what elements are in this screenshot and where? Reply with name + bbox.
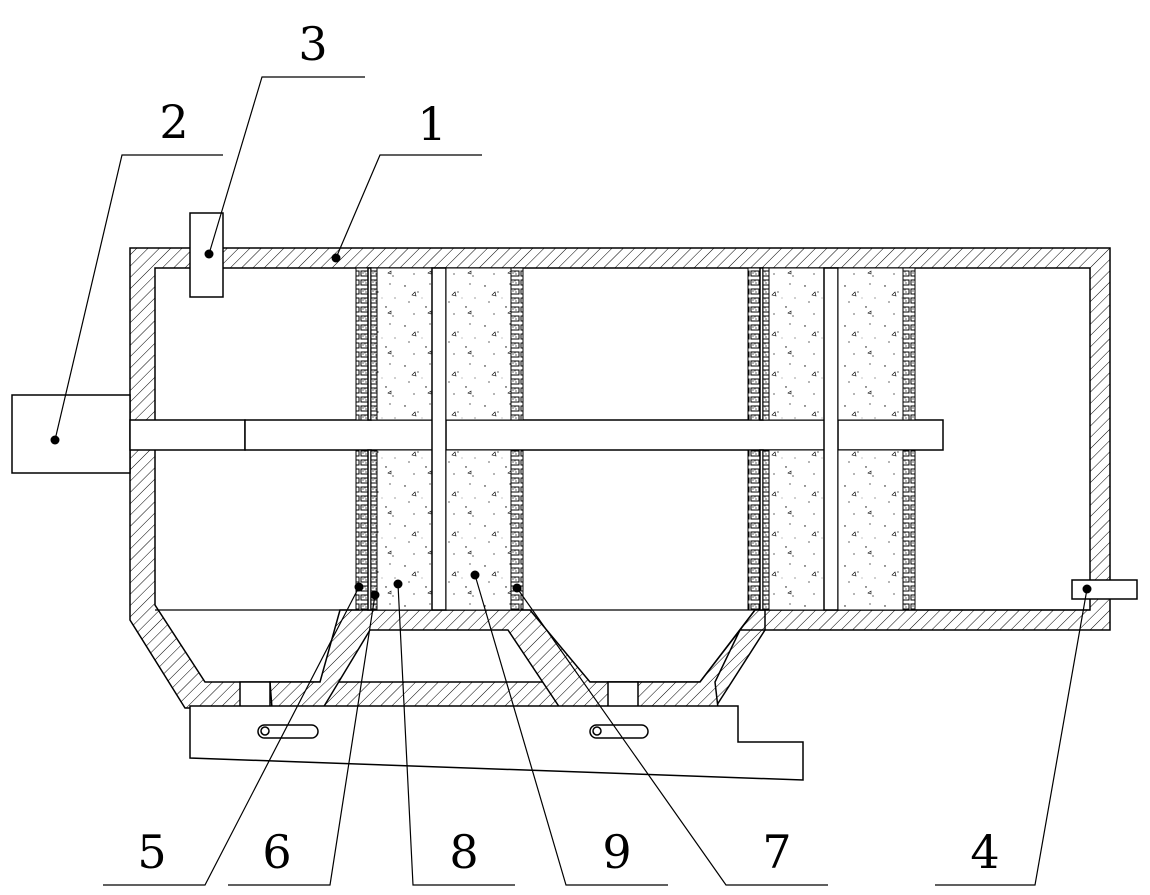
screen-7-top bbox=[510, 267, 524, 421]
leader-lines bbox=[50, 76, 1092, 886]
base-plate bbox=[189, 705, 804, 781]
coupling bbox=[129, 419, 246, 451]
hopper-outlets bbox=[239, 681, 639, 709]
motor-and-shaft bbox=[11, 394, 944, 474]
outlet-right bbox=[607, 681, 639, 709]
callout-2: 2 bbox=[159, 95, 188, 149]
callout-5: 5 bbox=[137, 825, 166, 879]
media-9-bottom bbox=[445, 449, 512, 611]
housing bbox=[129, 247, 1111, 709]
media-9-top bbox=[445, 267, 512, 421]
screen-7-bottom bbox=[510, 449, 524, 611]
callout-1: 1 bbox=[417, 97, 446, 151]
screen-6-bottom bbox=[370, 449, 378, 611]
callout-7: 7 bbox=[762, 825, 791, 879]
slot-right bbox=[589, 724, 649, 739]
housing-wall bbox=[129, 247, 1111, 709]
blade-left bbox=[431, 267, 447, 611]
callout-4: 4 bbox=[970, 825, 999, 879]
screen-5-top bbox=[355, 267, 369, 421]
callout-3: 3 bbox=[298, 17, 327, 71]
callout-8: 8 bbox=[449, 825, 478, 879]
media-8-bottom bbox=[376, 449, 433, 611]
blade-right bbox=[823, 267, 839, 611]
outlet-left bbox=[239, 681, 271, 709]
filter-module-left bbox=[355, 267, 524, 611]
screen-6-top bbox=[370, 267, 378, 421]
motor bbox=[11, 394, 131, 474]
callout-labels: 1 2 3 4 5 6 7 8 9 bbox=[137, 17, 999, 879]
callout-6: 6 bbox=[262, 825, 291, 879]
media-8-top bbox=[376, 267, 433, 421]
filter-module-right bbox=[747, 267, 916, 611]
callout-9: 9 bbox=[602, 825, 631, 879]
drain-outlet bbox=[1071, 579, 1138, 600]
